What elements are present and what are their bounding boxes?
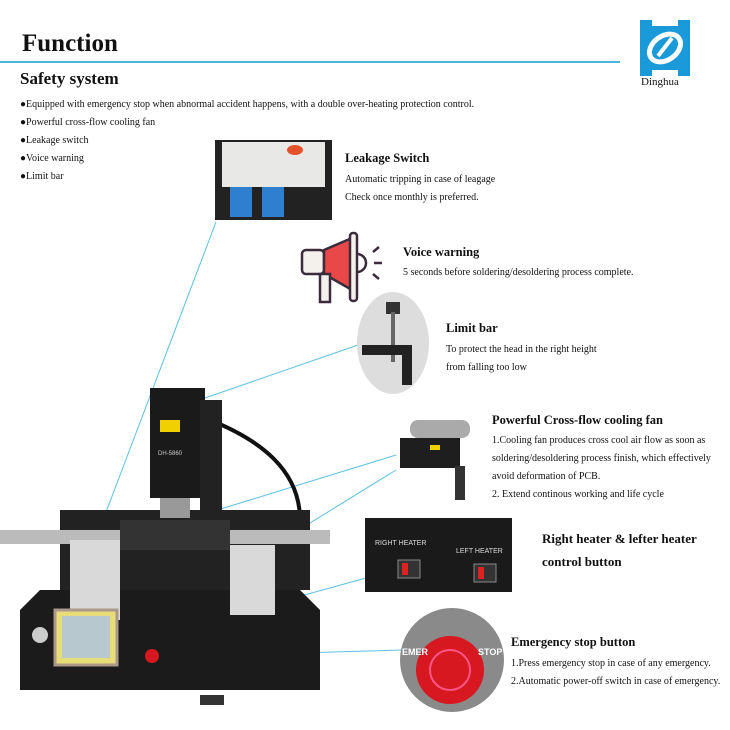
feature-text: 5 seconds before soldering/desoldering p… (403, 267, 634, 278)
section-title: Safety system (20, 69, 119, 88)
header-divider (0, 61, 620, 63)
page-title: Function (22, 30, 118, 57)
bullet: ●Leakage switch (20, 135, 89, 146)
dinghua-logo (640, 20, 690, 76)
bullet: ●Equipped with emergency stop when abnor… (20, 99, 475, 110)
feature-title: Emergency stop button (511, 635, 636, 649)
emergency-stop-photo: EMER STOP (400, 608, 504, 712)
feature-text: 1.Cooling fan produces cross cool air fl… (492, 435, 706, 446)
right-heater-label: RIGHT HEATER (375, 540, 426, 547)
feature-title: control button (542, 554, 622, 569)
feature-text: To protect the head in the right height (446, 344, 597, 355)
rework-station-machine: DH-5860 (0, 388, 330, 705)
bullet: ●Voice warning (20, 153, 84, 164)
feature-text: soldering/desoldering process finish, wh… (492, 453, 711, 464)
feature-title: Right heater & lefter heater (542, 531, 697, 546)
model-label: DH-5860 (158, 451, 183, 457)
feature-text: 2. Extend continous working and life cyc… (492, 489, 664, 500)
feature-text: from falling too low (446, 362, 527, 373)
feature-title: Voice warning (403, 245, 480, 259)
svg-text:STOP: STOP (478, 647, 502, 657)
left-heater-label: LEFT HEATER (456, 548, 503, 555)
feature-text: 1.Press emergency stop in case of any em… (511, 658, 711, 669)
cooling-fan-photo (400, 420, 470, 500)
feature-text: Automatic tripping in case of leagage (345, 174, 496, 185)
leakage-switch-photo (215, 140, 332, 220)
feature-title: Leakage Switch (345, 151, 430, 165)
feature-title: Limit bar (446, 321, 498, 335)
bullet: ●Limit bar (20, 171, 64, 182)
logo-text: Dinghua (641, 76, 679, 88)
limit-bar-photo (357, 292, 429, 394)
feature-text: 2.Automatic power-off switch in case of … (511, 676, 721, 687)
svg-text:EMER: EMER (402, 647, 429, 657)
feature-text: Check once monthly is preferred. (345, 192, 479, 203)
megaphone-icon (300, 231, 382, 304)
feature-title: Powerful Cross-flow cooling fan (492, 413, 663, 427)
heater-switch-photo: RIGHT HEATER LEFT HEATER (365, 518, 512, 592)
bullet: ●Powerful cross-flow cooling fan (20, 117, 156, 128)
feature-text: avoid deformation of PCB. (492, 471, 601, 482)
